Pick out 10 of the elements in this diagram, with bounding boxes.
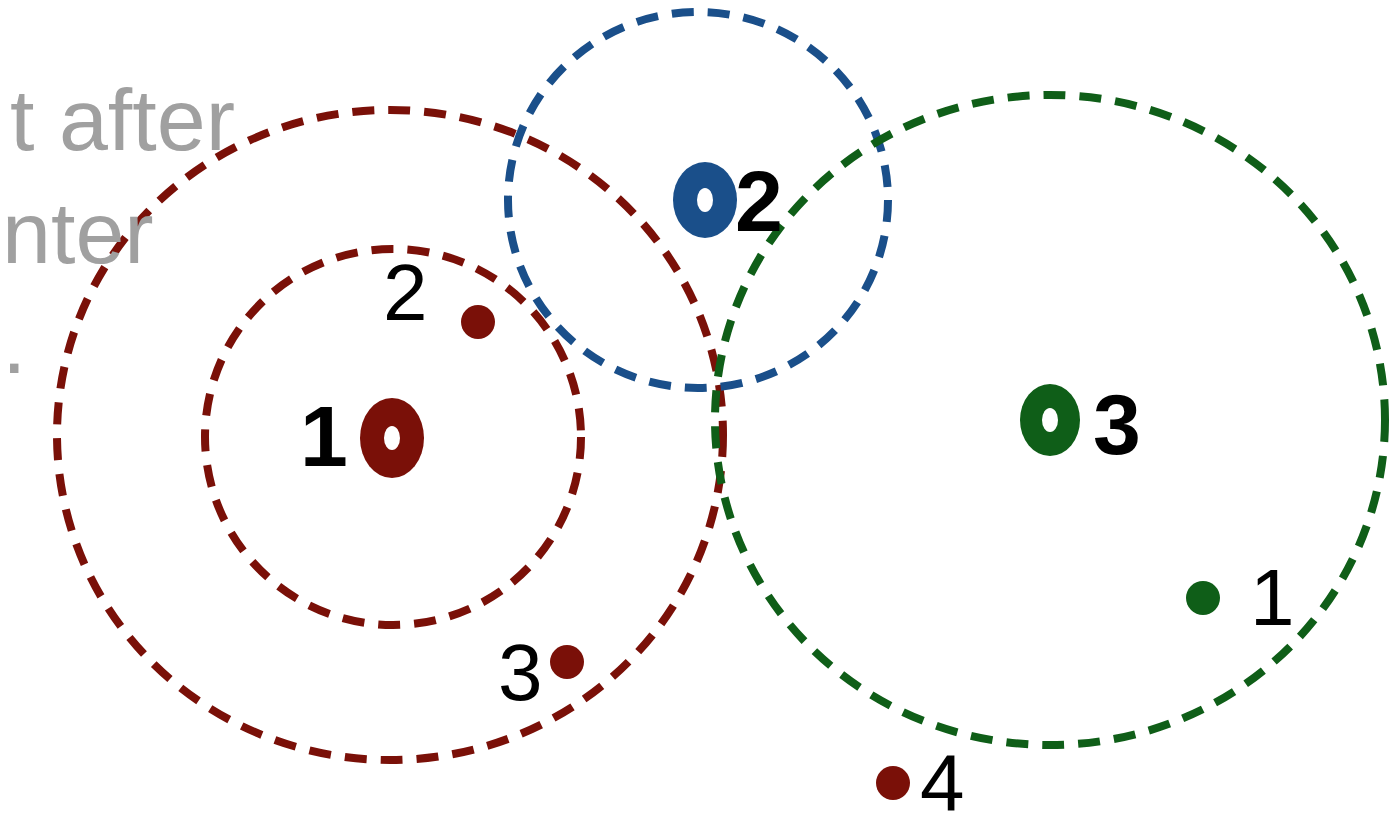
text-fragment: t after <box>10 75 235 164</box>
cluster-number: 1 <box>300 392 348 479</box>
text-fragment: nter <box>2 188 154 277</box>
point-label: 4 <box>920 743 965 822</box>
point-label: 2 <box>383 253 428 333</box>
point-label: 1 <box>1250 558 1295 638</box>
point-label: 3 <box>498 633 543 713</box>
cluster-number: 2 <box>735 157 783 244</box>
text-fragment: . <box>2 298 27 387</box>
cluster-number: 3 <box>1093 380 1141 467</box>
